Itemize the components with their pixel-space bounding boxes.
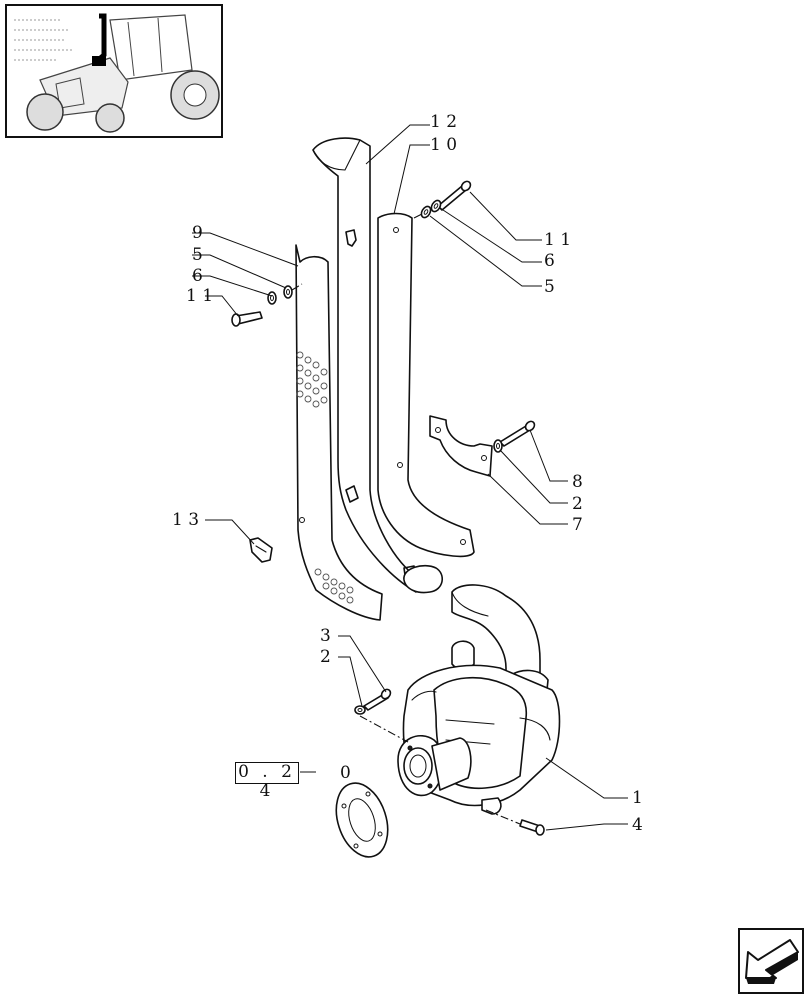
- callout-13: 1 3: [172, 510, 199, 530]
- callout-7: 7: [572, 515, 583, 535]
- callout-11-left: 1 1: [186, 286, 213, 306]
- callout-9: 9: [192, 223, 203, 243]
- heat-shield-part-9: [295, 244, 383, 621]
- callout-2-right: 2: [572, 494, 583, 514]
- callout-11-right: 1 1: [544, 230, 571, 250]
- callout-6-right: 6: [544, 251, 555, 271]
- left-bolt-part-11: [231, 311, 263, 327]
- callout-2-lower: 2: [320, 647, 331, 667]
- callout-3: 3: [320, 626, 331, 646]
- muffler-part-1: [397, 584, 561, 815]
- callout-12: 1 2: [430, 112, 457, 132]
- upper-right-bolt-part-11: [437, 180, 472, 211]
- clamp-bolt-part-8: [493, 420, 536, 453]
- lower-bolt-part-3: [354, 688, 392, 715]
- pipe-part-10: [377, 212, 475, 594]
- callout-10: 1 0: [430, 135, 457, 155]
- lower-bolt-part-4: [519, 819, 545, 836]
- reference-box[interactable]: 0 . 2 4: [235, 762, 299, 801]
- callout-1: 1: [632, 788, 643, 808]
- clamp-part-7: [429, 415, 493, 477]
- gasket-part: [335, 782, 389, 858]
- tractor-thumbnail-icon: [5, 4, 223, 138]
- callout-8: 8: [572, 472, 583, 492]
- callout-6-left: 6: [192, 266, 203, 286]
- callout-5-right: 5: [544, 277, 555, 297]
- next-page-arrow-icon[interactable]: [738, 928, 804, 994]
- clip-part-13: [249, 537, 273, 563]
- upper-right-washers-part-6-5: [413, 199, 442, 219]
- leader-lines: [192, 124, 628, 831]
- callout-5-left: 5: [192, 245, 203, 265]
- callout-4: 4: [632, 815, 643, 835]
- reference-suffix: 0: [340, 763, 351, 783]
